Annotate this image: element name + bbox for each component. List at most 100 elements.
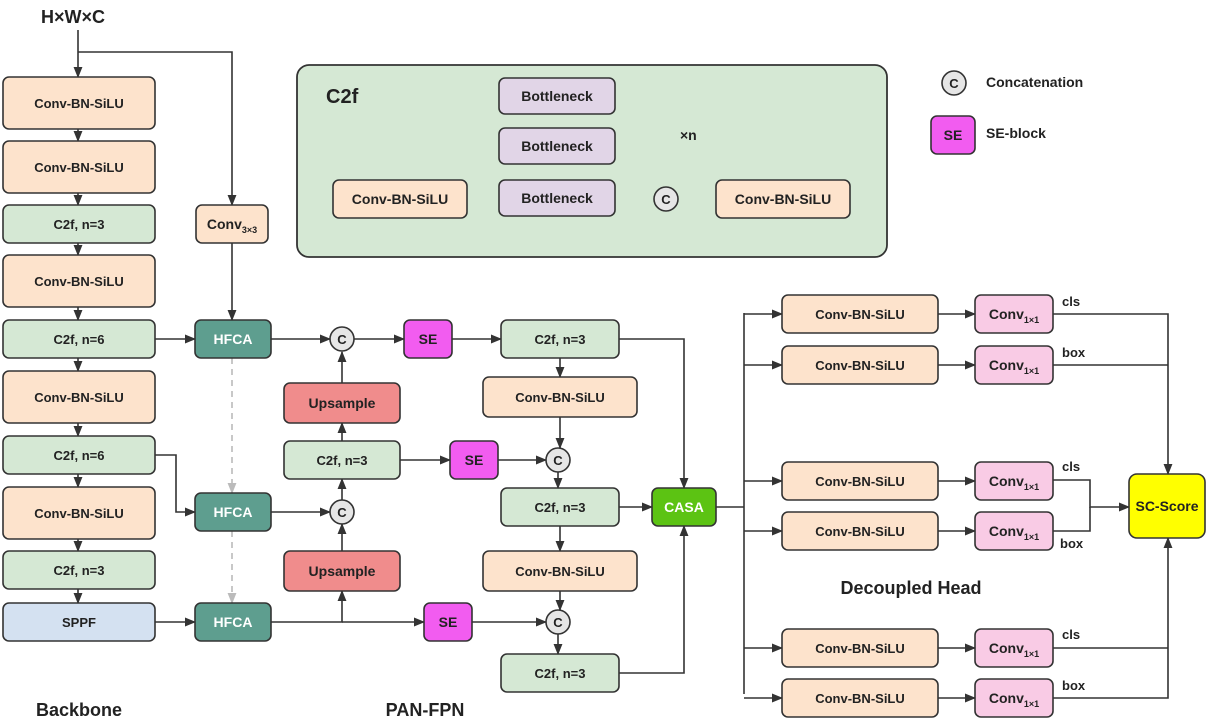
upsample-1: Upsample [283,382,401,424]
pan-c2f-2-label: C2f, n=3 [317,453,368,468]
head-conv1x1-4-label: Conv1×1 [989,523,1039,542]
sc-score-block-label: SC-Score [1135,498,1198,514]
pan-c2f-3-label: C2f, n=3 [535,500,586,515]
upsample-1-label: Upsample [309,395,376,411]
backbone-c2f-n6-5: C2f, n=6 [2,319,156,359]
head-cls-2: cls [1062,459,1080,474]
casa-block: CASA [651,487,717,527]
head-conv-3-label: Conv-BN-SiLU [815,474,905,489]
pan-conv-1: Conv-BN-SiLU [482,376,638,418]
pan-fpn-section-label: PAN-FPN [385,700,465,720]
head-cls-3: cls [1062,627,1080,642]
head-conv1x1-6: Conv1×1 [974,678,1054,718]
c2f-detail-bottleneck-3: Bottleneck [498,77,616,115]
backbone-conv-bn-silu-6: Conv-BN-SiLU [2,370,156,424]
c2f-detail-concat-label: C [661,192,671,207]
backbone-conv-bn-silu-1: Conv-BN-SiLU [2,76,156,130]
legend-se-symbol-label: SE [944,127,963,143]
backbone-conv-bn-silu-1-label: Conv-BN-SiLU [34,96,124,111]
pan-c2f-4-label: C2f, n=3 [535,666,586,681]
conv3x3-block-label: Conv3×3 [207,216,257,235]
head-conv-1-label: Conv-BN-SiLU [815,307,905,322]
connector [1053,536,1173,699]
legend-concat-symbol: C [941,70,967,96]
concat-4-label: C [553,615,563,630]
c2f-detail-conv-in-label: Conv-BN-SiLU [352,191,448,207]
pan-conv-2: Conv-BN-SiLU [482,550,638,592]
connector [1053,313,1173,476]
hfca-3: HFCA [194,602,272,642]
head-conv1x1-1: Conv1×1 [974,294,1054,334]
backbone-conv-bn-silu-2: Conv-BN-SiLU [2,140,156,194]
backbone-c2f-n6-7-label: C2f, n=6 [54,448,105,463]
backbone-c2f-n3-3-label: C2f, n=3 [54,217,105,232]
casa-block-label: CASA [664,499,704,515]
head-conv1x1-5: Conv1×1 [974,628,1054,668]
c2f-detail-bottleneck-3-label: Bottleneck [521,88,593,104]
hfca-3-label: HFCA [214,614,253,630]
head-conv-5: Conv-BN-SiLU [781,628,939,668]
head-box-1: box [1062,345,1086,360]
connector [1053,507,1091,532]
c2f-detail-bottleneck-1: Bottleneck [498,179,616,217]
pan-c2f-3: C2f, n=3 [500,487,620,527]
backbone-conv-bn-silu-2-label: Conv-BN-SiLU [34,160,124,175]
connector [619,338,689,490]
backbone-c2f-n6-7: C2f, n=6 [2,435,156,475]
backbone-c2f-n6-5-label: C2f, n=6 [54,332,105,347]
backbone-c2f-n3-3: C2f, n=3 [2,204,156,244]
hfca-1-label: HFCA [214,331,253,347]
se-3-label: SE [439,614,458,630]
decoupled-head-section-label: Decoupled Head [840,578,982,598]
backbone-c2f-n3-9: C2f, n=3 [2,550,156,590]
pan-c2f-2: C2f, n=3 [283,440,401,480]
backbone-sppf-10-label: SPPF [62,615,96,630]
backbone-section-label: Backbone [35,700,123,720]
backbone-conv-bn-silu-6-label: Conv-BN-SiLU [34,390,124,405]
connector [619,524,689,674]
concat-1: C [329,326,355,352]
pan-c2f-4: C2f, n=3 [500,653,620,693]
head-conv-4-label: Conv-BN-SiLU [815,524,905,539]
upsample-2: Upsample [283,550,401,592]
c2f-detail-conv-out-label: Conv-BN-SiLU [735,191,831,207]
se-1-label: SE [419,331,438,347]
head-conv-6: Conv-BN-SiLU [781,678,939,718]
head-conv1x1-4: Conv1×1 [974,511,1054,551]
backbone-conv-bn-silu-4: Conv-BN-SiLU [2,254,156,308]
head-conv1x1-1-label: Conv1×1 [989,306,1039,325]
connector [271,589,347,623]
backbone-conv-bn-silu-8-label: Conv-BN-SiLU [34,506,124,521]
connector [78,51,237,207]
backbone-c2f-n3-9-label: C2f, n=3 [54,563,105,578]
head-cls-1: cls [1062,294,1080,309]
head-conv-3: Conv-BN-SiLU [781,461,939,501]
hfca-1: HFCA [194,319,272,359]
hfca-2-label: HFCA [214,504,253,520]
se-1: SE [403,319,453,359]
concat-2-label: C [337,505,347,520]
upsample-2-label: Upsample [309,563,376,579]
head-box-3: box [1062,678,1086,693]
se-3: SE [423,602,473,642]
legend-concat-symbol-label: C [949,76,959,91]
head-conv-2-label: Conv-BN-SiLU [815,358,905,373]
head-conv1x1-3-label: Conv1×1 [989,473,1039,492]
input-label: H×W×C [41,7,106,27]
head-box-2: box [1060,536,1084,551]
head-conv-2: Conv-BN-SiLU [781,345,939,385]
head-conv1x1-6-label: Conv1×1 [989,690,1039,709]
backbone-sppf-10: SPPF [2,602,156,642]
head-conv1x1-3: Conv1×1 [974,461,1054,501]
c2f-detail-conv-out: Conv-BN-SiLU [715,179,851,219]
backbone-conv-bn-silu-4-label: Conv-BN-SiLU [34,274,124,289]
c2f-detail-concat: C [653,186,679,212]
legend-se-symbol: SE [930,115,976,155]
head-conv1x1-5-label: Conv1×1 [989,640,1039,659]
legend-concat-label: Concatenation [986,74,1084,90]
head-conv-4: Conv-BN-SiLU [781,511,939,551]
se-2: SE [449,440,499,480]
connector [1053,479,1131,512]
c2f-detail-bottleneck-1-label: Bottleneck [521,190,593,206]
c2f-detail-bottleneck-2: Bottleneck [498,127,616,165]
